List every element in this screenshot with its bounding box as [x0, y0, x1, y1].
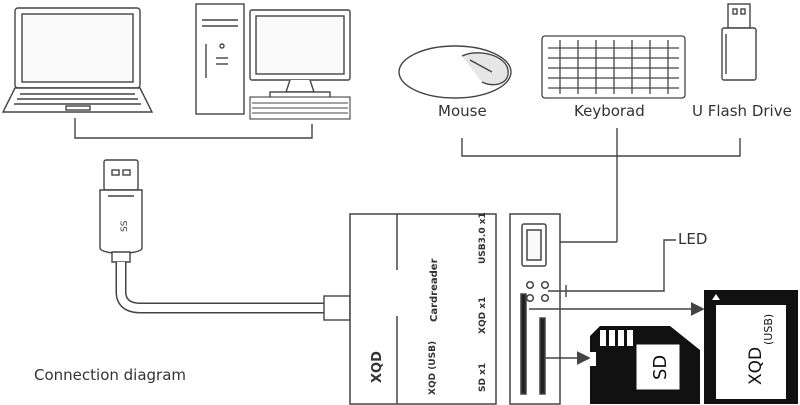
desktop-tower-icon	[195, 3, 245, 115]
xqd-card-sublabel: (USB)	[762, 314, 775, 345]
led-light-3	[525, 293, 535, 303]
led-light-1	[525, 280, 535, 290]
card-arrows	[529, 302, 705, 365]
usb-plug-marking: SS	[120, 220, 130, 232]
led-light-4	[540, 293, 550, 303]
sd-card-icon	[590, 326, 700, 404]
desktop-keyboard-icon	[249, 96, 351, 120]
card-reader-body	[349, 213, 497, 405]
reader-product-text: Cardreader	[429, 258, 440, 322]
cable-connector	[323, 295, 351, 321]
xqd-card-label: XQD	[746, 347, 766, 385]
monitor-icon	[249, 9, 351, 99]
led-label: LED	[678, 230, 708, 248]
sd-slot	[539, 317, 546, 395]
peripherals-bracket	[461, 128, 741, 243]
xqd-slot	[520, 293, 527, 395]
led-callout-line	[548, 239, 676, 297]
usb-cable	[115, 262, 324, 314]
computers-bracket	[74, 118, 313, 139]
reader-usb3-text: USB3.0 x1	[478, 212, 488, 264]
reader-xqd-text: XQD x1	[478, 297, 488, 334]
keyboard-label: Keyborad	[574, 102, 645, 120]
reader-xqd-usb-text: XQD (USB)	[428, 341, 438, 395]
usb-plug	[99, 159, 143, 263]
keyboard-icon	[541, 35, 686, 99]
laptop-icon	[1, 7, 154, 113]
sd-card-label: SD	[650, 355, 671, 380]
led-light-2	[540, 280, 550, 290]
reader-sd-text: SD x1	[478, 363, 488, 392]
reader-brand-text: XQD	[370, 351, 385, 383]
usb-flash-drive-label: U Flash Drive	[692, 102, 792, 120]
diagram-caption: Connection diagram	[34, 366, 187, 384]
xqd-card-icon	[704, 290, 798, 404]
mouse-icon	[398, 45, 512, 99]
mouse-label: Mouse	[438, 102, 487, 120]
usb-flash-drive-icon	[721, 3, 757, 81]
